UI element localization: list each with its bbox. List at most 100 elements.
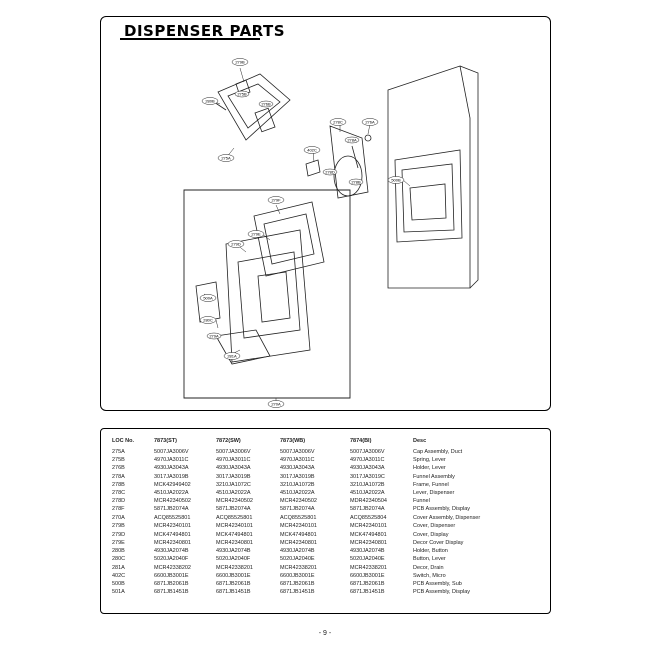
table-cell: MCR42340502 bbox=[216, 498, 253, 505]
table-cell: 278A bbox=[112, 473, 125, 480]
table-cell: 6600JB3001E bbox=[216, 572, 251, 579]
table-cell: Switch, Micro bbox=[413, 572, 446, 579]
table-cell: 6871JB1451B bbox=[216, 589, 251, 596]
callout-279b: 279B bbox=[231, 58, 249, 66]
callout-500a: 500A bbox=[199, 294, 217, 302]
svg-text:402C: 402C bbox=[307, 148, 317, 153]
callout-279e: 279E bbox=[247, 230, 265, 238]
svg-text:280C: 280C bbox=[203, 318, 213, 323]
table-cell: MCK47494801 bbox=[154, 531, 191, 538]
callout-279f: 279F bbox=[267, 196, 285, 204]
table-cell: 5007JA3006V bbox=[154, 449, 189, 455]
table-cell: 3210JA1072B bbox=[280, 481, 315, 488]
callout-275b: 275B bbox=[234, 90, 250, 98]
table-cell: 4930JA3043A bbox=[154, 465, 189, 472]
header-7872-sw: 7872(SW) bbox=[216, 437, 241, 444]
callout-276b: 276B bbox=[258, 100, 274, 108]
table-cell: 6871JB1451B bbox=[154, 589, 189, 596]
callout-279d: 279D bbox=[227, 240, 245, 248]
table-cell: 5007JA3006V bbox=[280, 449, 315, 455]
table-cell: MCR42340101 bbox=[154, 523, 191, 530]
svg-text:278D: 278D bbox=[325, 170, 335, 175]
table-cell: 4930JA3043A bbox=[350, 465, 385, 472]
svg-text:278B: 278B bbox=[351, 180, 361, 185]
table-cell: 279D bbox=[112, 531, 126, 538]
callout-278a: 278A bbox=[344, 136, 360, 144]
header-7873-wb: 7873(WB) bbox=[280, 437, 306, 444]
table-cell: MCR42340101 bbox=[216, 523, 253, 530]
svg-text:280B: 280B bbox=[205, 99, 215, 104]
callout-280b: 280B bbox=[201, 97, 219, 105]
table-cell: MCK47494801 bbox=[216, 531, 253, 538]
table-cell: 279B bbox=[112, 523, 125, 530]
table-cell: Cover Assembly, Dispenser bbox=[413, 514, 481, 521]
table-cell: Cover, Dispenser bbox=[413, 523, 456, 530]
table-cell: 6871JB1451B bbox=[280, 589, 315, 596]
table-cell: 6871JB2061B bbox=[154, 581, 189, 588]
table-cell: Holder, Button bbox=[413, 548, 448, 555]
parts-table: LOC No. 7873(ST) 7872(SW) 7873(WB) 7874(… bbox=[112, 436, 503, 596]
table-cell: 3017JA3019B bbox=[154, 473, 189, 480]
table-cell: Frame, Funnel bbox=[413, 481, 449, 488]
table-cell: 270A bbox=[112, 514, 125, 521]
table-cell: ACQ85525801 bbox=[154, 514, 191, 521]
table-cell: 278B bbox=[112, 481, 125, 488]
table-cell: 501A bbox=[112, 589, 125, 596]
table-cell: 5007JA3006V bbox=[350, 449, 385, 455]
callout-275a: 275A bbox=[217, 154, 235, 162]
table-cell: 500B bbox=[112, 581, 125, 588]
table-cell: MCR42340101 bbox=[350, 523, 387, 530]
table-cell: 4510JA2022A bbox=[280, 490, 315, 497]
table-cell: 4510JA2022A bbox=[350, 490, 385, 497]
header-7873-st: 7873(ST) bbox=[154, 437, 177, 444]
svg-text:275A: 275A bbox=[221, 156, 231, 161]
table-cell: MCK47494801 bbox=[280, 531, 317, 538]
svg-text:278A: 278A bbox=[347, 138, 357, 143]
table-cell: 3210JA1072C bbox=[216, 481, 251, 488]
table-cell: MCR42338201 bbox=[350, 564, 387, 571]
parts-table-body: 275A 5007JA3006V 5007JA3006V 5007JA3006V 500… bbox=[112, 448, 503, 596]
table-cell: Button, Lever bbox=[413, 556, 446, 563]
parts-table-frame bbox=[100, 428, 551, 614]
table-cell: Holder, Lever bbox=[413, 465, 446, 472]
table-cell: 280B bbox=[112, 548, 125, 555]
table-cell: 6600JB3001E bbox=[280, 572, 315, 579]
funnel-assembly bbox=[305, 125, 372, 199]
table-cell: 4930JA3043A bbox=[216, 465, 251, 472]
table-cell: 6600JB3001E bbox=[154, 572, 189, 579]
table-cell: MCR42340801 bbox=[154, 540, 191, 547]
callout-500b: 500B bbox=[387, 176, 405, 184]
table-cell: 275A bbox=[112, 449, 125, 455]
callout-279a: 279A bbox=[206, 332, 222, 340]
table-cell: 4510JA2022A bbox=[216, 490, 251, 497]
table-cell: 4970JA3011C bbox=[350, 457, 385, 464]
svg-text:275B: 275B bbox=[237, 92, 247, 97]
refrigerator-door bbox=[387, 65, 479, 289]
callout-278b: 278B bbox=[348, 178, 364, 186]
table-cell: 280C bbox=[112, 556, 126, 563]
table-cell: 4930JA2074B bbox=[216, 548, 251, 555]
callout-280c: 280C bbox=[199, 316, 217, 324]
table-cell: 6600JB3001E bbox=[350, 572, 385, 579]
table-cell: 5871JB2074A bbox=[350, 506, 385, 513]
table-cell: 4970JA3011C bbox=[154, 457, 189, 464]
svg-text:270A: 270A bbox=[271, 402, 281, 407]
table-cell: 278C bbox=[112, 490, 126, 497]
table-header-row: LOC No. 7873(ST) 7872(SW) 7873(WB) 7874(… bbox=[112, 436, 503, 448]
table-cell: 281A bbox=[112, 564, 125, 571]
table-cell: Cover, Display bbox=[413, 531, 449, 538]
